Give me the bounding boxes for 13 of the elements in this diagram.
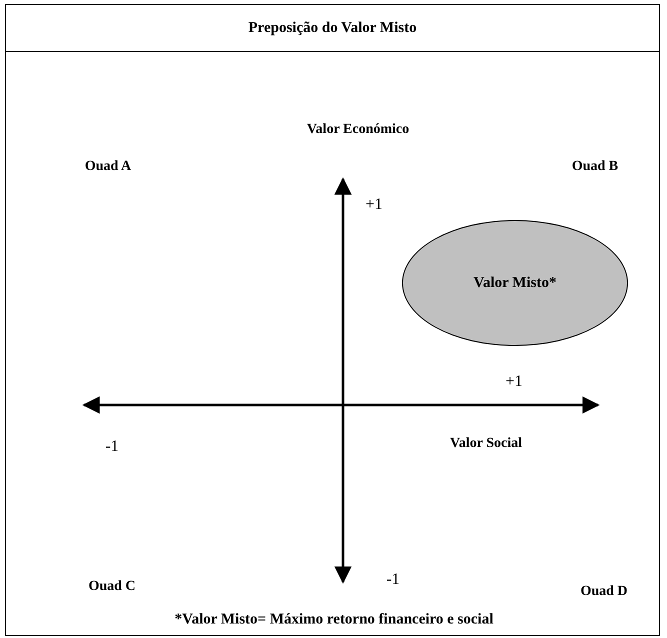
axis-value: -1: [105, 438, 119, 456]
axis-label: Ouad B: [572, 159, 618, 175]
axis-label: Ouad D: [580, 584, 628, 600]
axis-value: +1: [505, 373, 523, 391]
axis-label: Valor Económico: [306, 122, 410, 138]
ellipse-label: Valor Misto*: [474, 274, 556, 292]
axis-value: +1: [365, 196, 383, 214]
axis-label: Ouad C: [88, 579, 136, 595]
title: Preposição do Valor Misto: [248, 20, 417, 36]
axis-label: Valor Social: [450, 436, 522, 452]
axis-value: -1: [386, 571, 400, 589]
axis-label: Ouad A: [84, 159, 132, 175]
footnote: *Valor Misto= Máximo retorno financeiro e social: [174, 612, 494, 628]
